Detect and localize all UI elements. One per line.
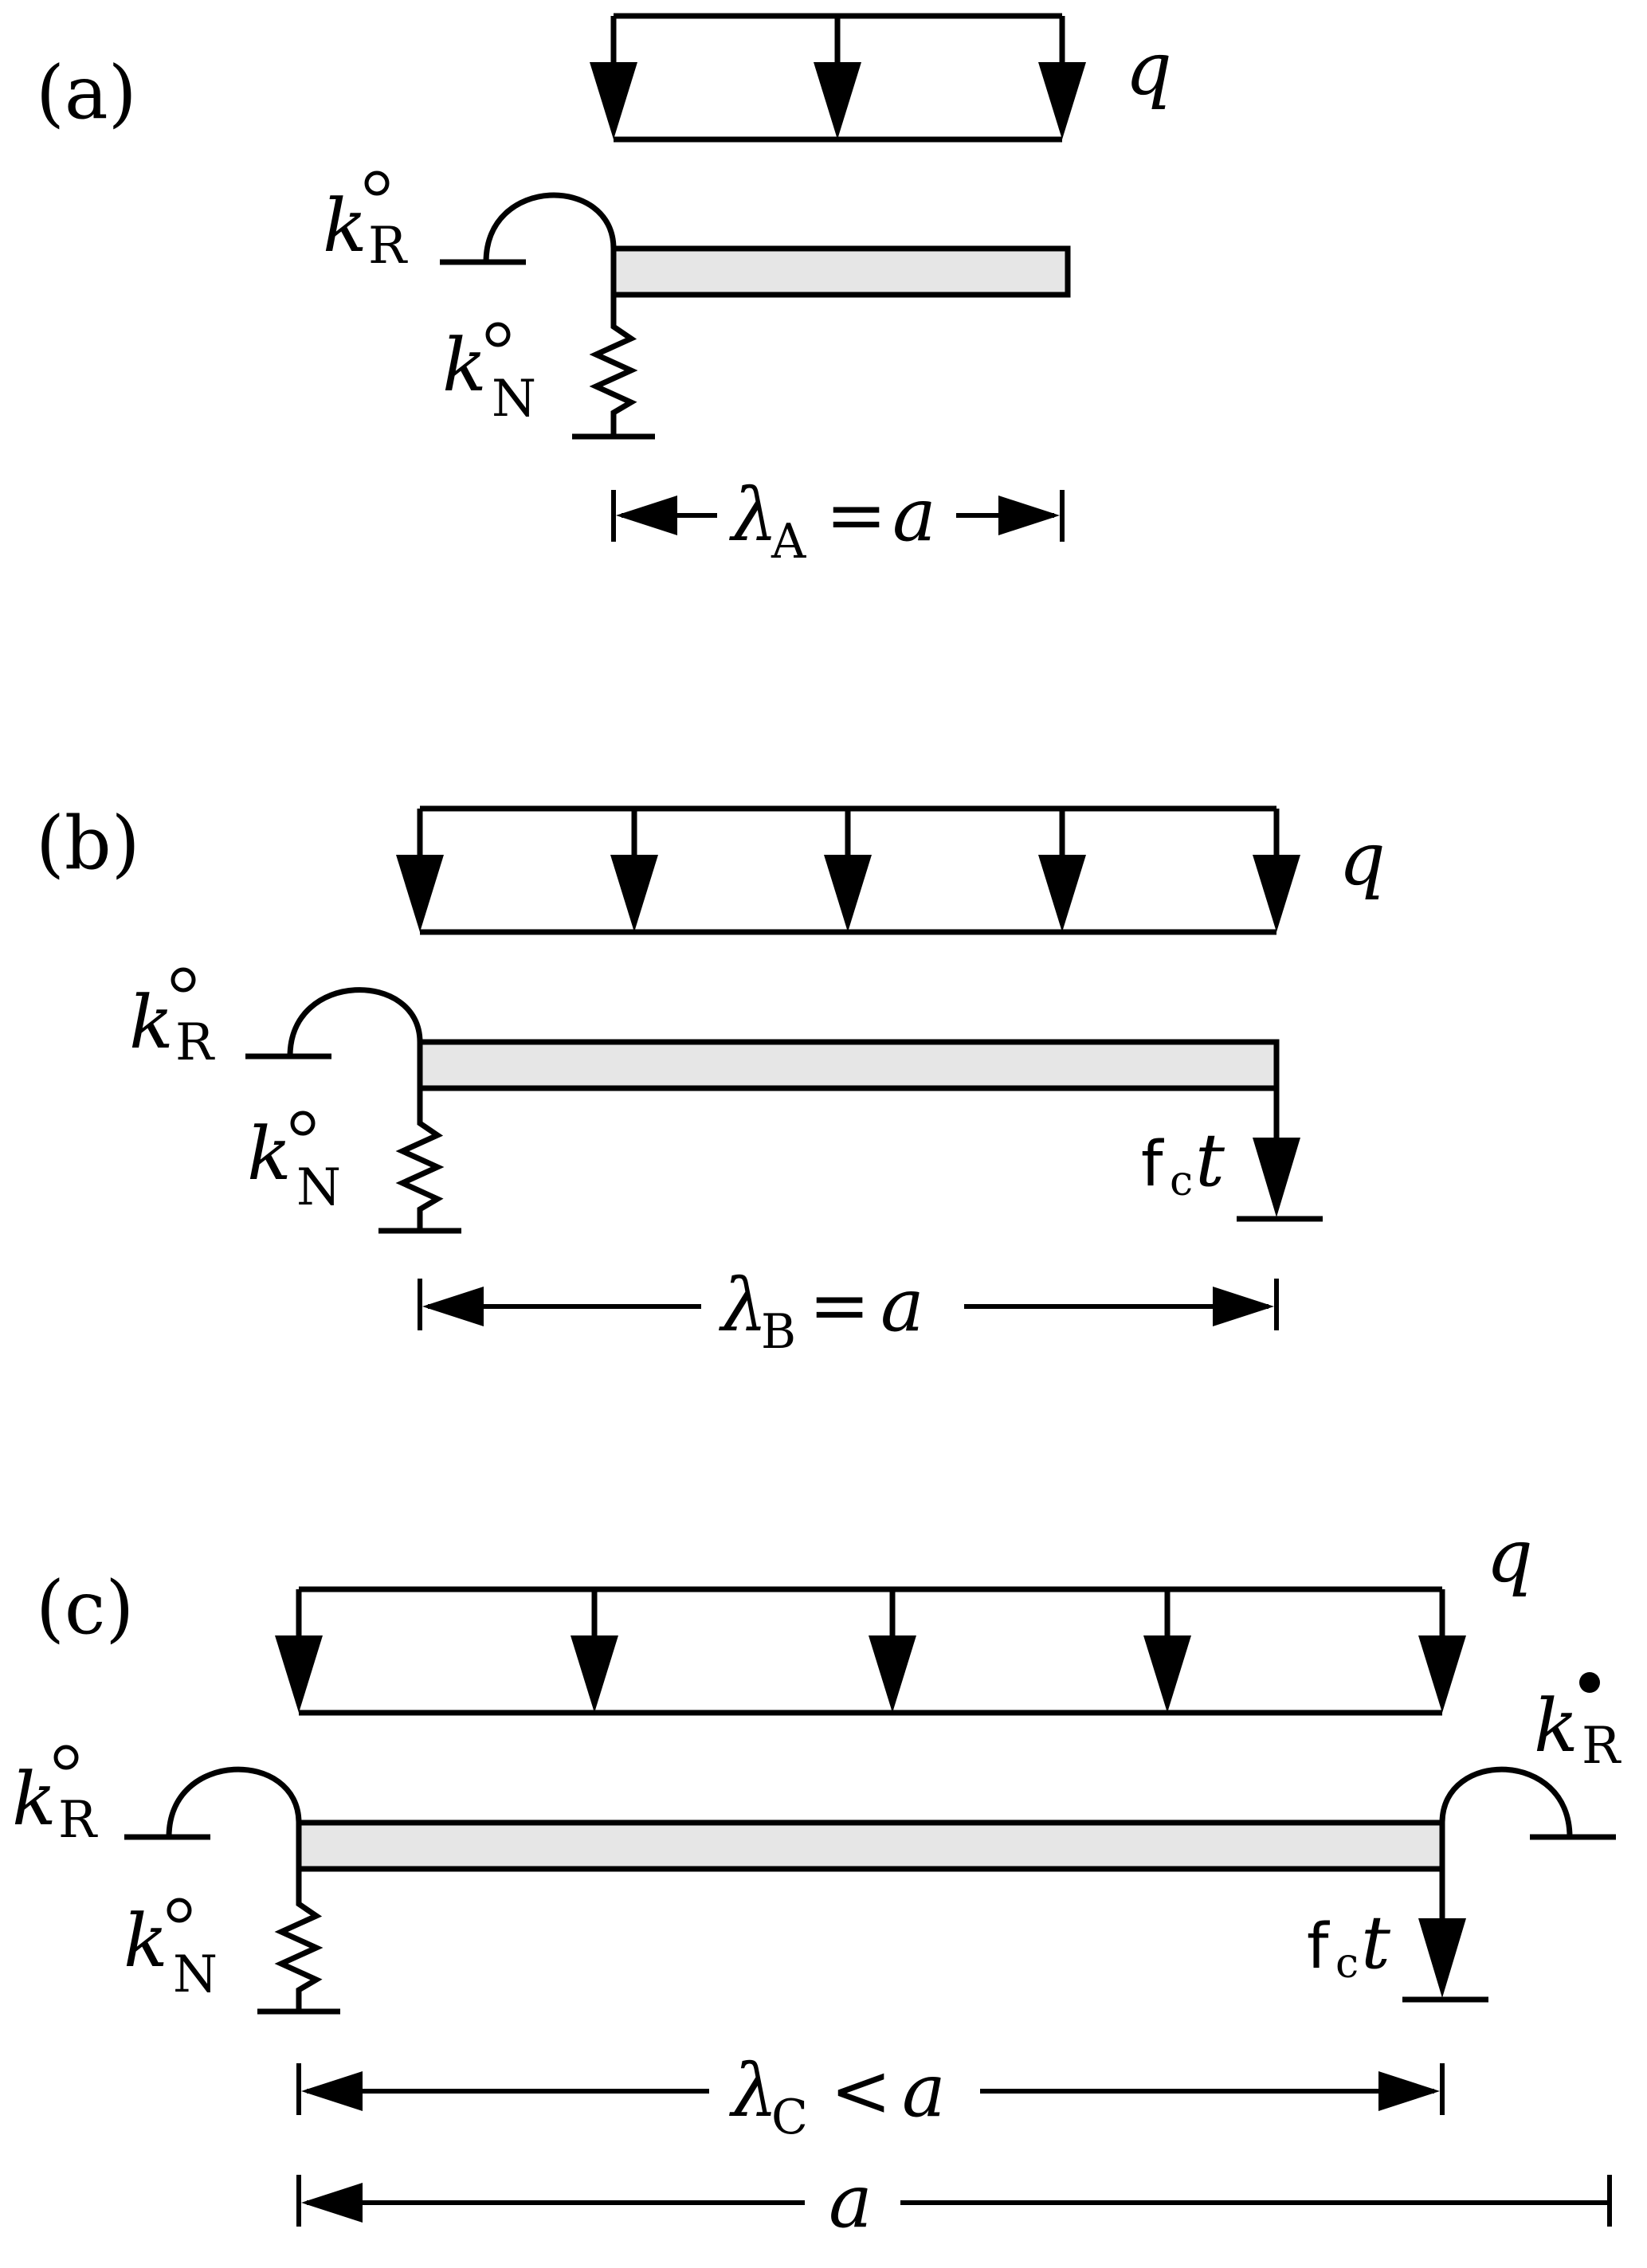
open-circle-icon [167,1898,192,1923]
svg-text:a: a [892,472,936,558]
load-label-q-b: q [1339,817,1386,902]
open-circle-icon [290,1110,316,1136]
dimension-line-c [296,2063,1445,2115]
load-label-q-c: q [1486,1514,1533,1599]
svg-text:B: B [761,1304,796,1360]
rotational-spring-label-b: k R [129,967,215,1072]
svg-text:t: t [1361,1900,1391,1985]
svg-text:k: k [1534,1683,1578,1769]
filled-dot-icon [1579,1672,1600,1693]
axial-spring-c [257,1869,340,2015]
dimension-total-label-c: a [829,2159,873,2244]
svg-text:t: t [1195,1118,1225,1203]
svg-text:a: a [880,1263,924,1348]
open-circle-icon [485,322,511,347]
open-circle-icon [53,1745,79,1770]
svg-text:k: k [129,980,174,1065]
right-rotational-spring-label-c: k R [1534,1672,1622,1776]
open-circle-icon [171,967,196,993]
panel-label-c: (c) [36,1565,134,1651]
rotational-spring-b [245,987,423,1060]
axial-spring-label-b: k N [247,1110,341,1217]
svg-text:k: k [323,183,367,268]
distributed-load-b [396,805,1300,935]
svg-text:R: R [1582,1717,1622,1776]
beam-a [610,245,1071,298]
dimension-label-c: λ C < a [728,2048,946,2145]
dimension-total-line-c [296,2175,1612,2227]
svg-text:c: c [1170,1158,1193,1205]
svg-text:C: C [771,2090,808,2145]
svg-text:λ: λ [718,1263,767,1348]
axial-spring-b [378,1088,461,1234]
svg-text:k: k [124,1898,168,1984]
end-force-arrow-b [1237,1088,1323,1222]
right-rotational-spring-c [1439,1766,1616,1840]
end-force-label-b: f c t [1141,1118,1225,1205]
svg-text:N: N [296,1158,341,1217]
load-arrow-head [590,62,637,139]
svg-text:=: = [809,1263,870,1348]
rotational-spring-c [124,1766,302,1840]
dimension-line-a [611,490,1065,542]
load-arrow-head [1038,62,1086,139]
svg-text:N: N [492,370,536,429]
panel-b: (b) q k R [36,801,1386,1360]
svg-text:k: k [12,1757,57,1842]
svg-text:a: a [902,2048,946,2133]
load-arrow-head [814,62,861,139]
distributed-load-a [590,13,1086,143]
rotational-spring-a [440,192,617,265]
svg-text:f: f [1307,1911,1330,1983]
load-label-q-a: q [1125,26,1172,112]
rotational-spring-label-c: k R [12,1745,98,1850]
axial-spring-label-c: k N [124,1898,218,2004]
beam-b [417,1039,1280,1091]
svg-text:c: c [1335,1940,1359,1988]
svg-text:k: k [442,323,487,408]
svg-text:f: f [1141,1129,1164,1201]
dimension-label-a: λ A = a [728,472,936,570]
svg-text:R: R [58,1791,98,1850]
panel-c: (c) q k R [12,1514,1622,2244]
svg-text:k: k [247,1111,292,1197]
distributed-load-c [275,1586,1466,1716]
svg-text:=: = [825,472,887,558]
svg-text:λ: λ [728,2048,778,2133]
panel-a: (a) q k R k [36,13,1172,570]
svg-text:<: < [830,2048,892,2133]
svg-text:R: R [175,1013,215,1072]
rotational-spring-label-a: k R [323,170,408,276]
svg-text:R: R [368,217,408,276]
panel-label-b: (b) [36,801,140,886]
panel-label-a: (a) [36,50,137,135]
dimension-label-b: λ B = a [718,1263,924,1360]
axial-spring-label-a: k N [442,322,536,429]
svg-text:N: N [173,1945,218,2004]
open-circle-icon [364,170,390,196]
axial-spring-a [572,295,655,440]
dimension-line-b [418,1279,1279,1330]
end-force-arrow-c [1402,1869,1488,2003]
svg-text:A: A [771,514,806,570]
svg-text:λ: λ [728,472,778,558]
beam-c [296,1819,1445,1872]
end-force-label-c: f c t [1307,1900,1391,1988]
